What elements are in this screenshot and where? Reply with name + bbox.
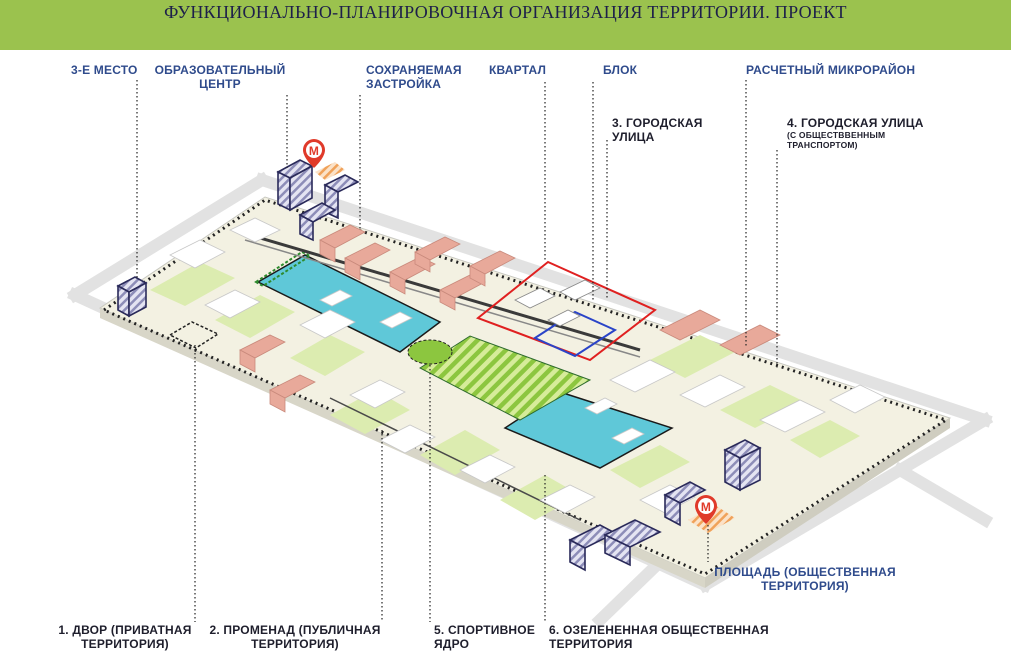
yard-greens	[150, 262, 860, 520]
header-bar: ФУНКЦИОНАЛЬНО-ПЛАНИРОВОЧНАЯ ОРГАНИЗАЦИЯ …	[0, 0, 1011, 50]
metro-pin-south	[695, 495, 717, 524]
yard-marker	[168, 321, 220, 349]
preserved-buildings	[239, 224, 781, 413]
metro-icon-south: М	[700, 500, 712, 514]
label-city-street-4: 4. ГОРОДСКАЯ УЛИЦА (С ОБЩЕСТВВЕННЫМ ТРАН…	[787, 116, 924, 150]
label-city-street-3: 3. ГОРОДСКАЯ УЛИЦА	[612, 116, 703, 144]
label-green-area: 6. ОЗЕЛЕНЕННАЯ ОБЩЕСТВЕННАЯ ТЕРРИТОРИЯ	[549, 623, 769, 651]
label-micro-district: РАСЧЕТНЫЙ МИКРОРАЙОН	[746, 63, 916, 77]
label-third-place: 3-Е МЕСТО	[71, 63, 138, 77]
label-yard: 1. ДВОР (ПРИВАТНАЯ ТЕРРИТОРИЯ)	[58, 623, 192, 651]
label-promenade: 2. ПРОМЕНАД (ПУБЛИЧНАЯ ТЕРРИТОРИЯ)	[209, 623, 381, 651]
public-buildings	[116, 159, 762, 572]
green-public-area	[419, 335, 592, 421]
label-sport-core: 5. СПОРТИВНОЕ ЯДРО	[434, 623, 536, 651]
page-title: ФУНКЦИОНАЛЬНО-ПЛАНИРОВОЧНАЯ ОРГАНИЗАЦИЯ …	[164, 2, 847, 22]
label-block: БЛОК	[603, 63, 638, 77]
label-square: ПЛОЩАДЬ (ОБЩЕСТВЕННАЯ ТЕРРИТОРИЯ)	[714, 565, 896, 593]
leader-lines	[136, 80, 778, 622]
pond-north	[256, 254, 442, 353]
label-quarter: КВАРТАЛ	[489, 63, 547, 77]
label-preserved-buildings: СОХРАНЯЕМАЯ ЗАСТРОЙКА	[366, 63, 462, 91]
label-edu-center: ОБРАЗОВАТЕЛЬНЫЙ ЦЕНТР	[154, 63, 286, 91]
sport-core	[407, 339, 453, 365]
metro-icon-north: М	[308, 144, 320, 158]
metro-pin-north	[303, 139, 325, 168]
